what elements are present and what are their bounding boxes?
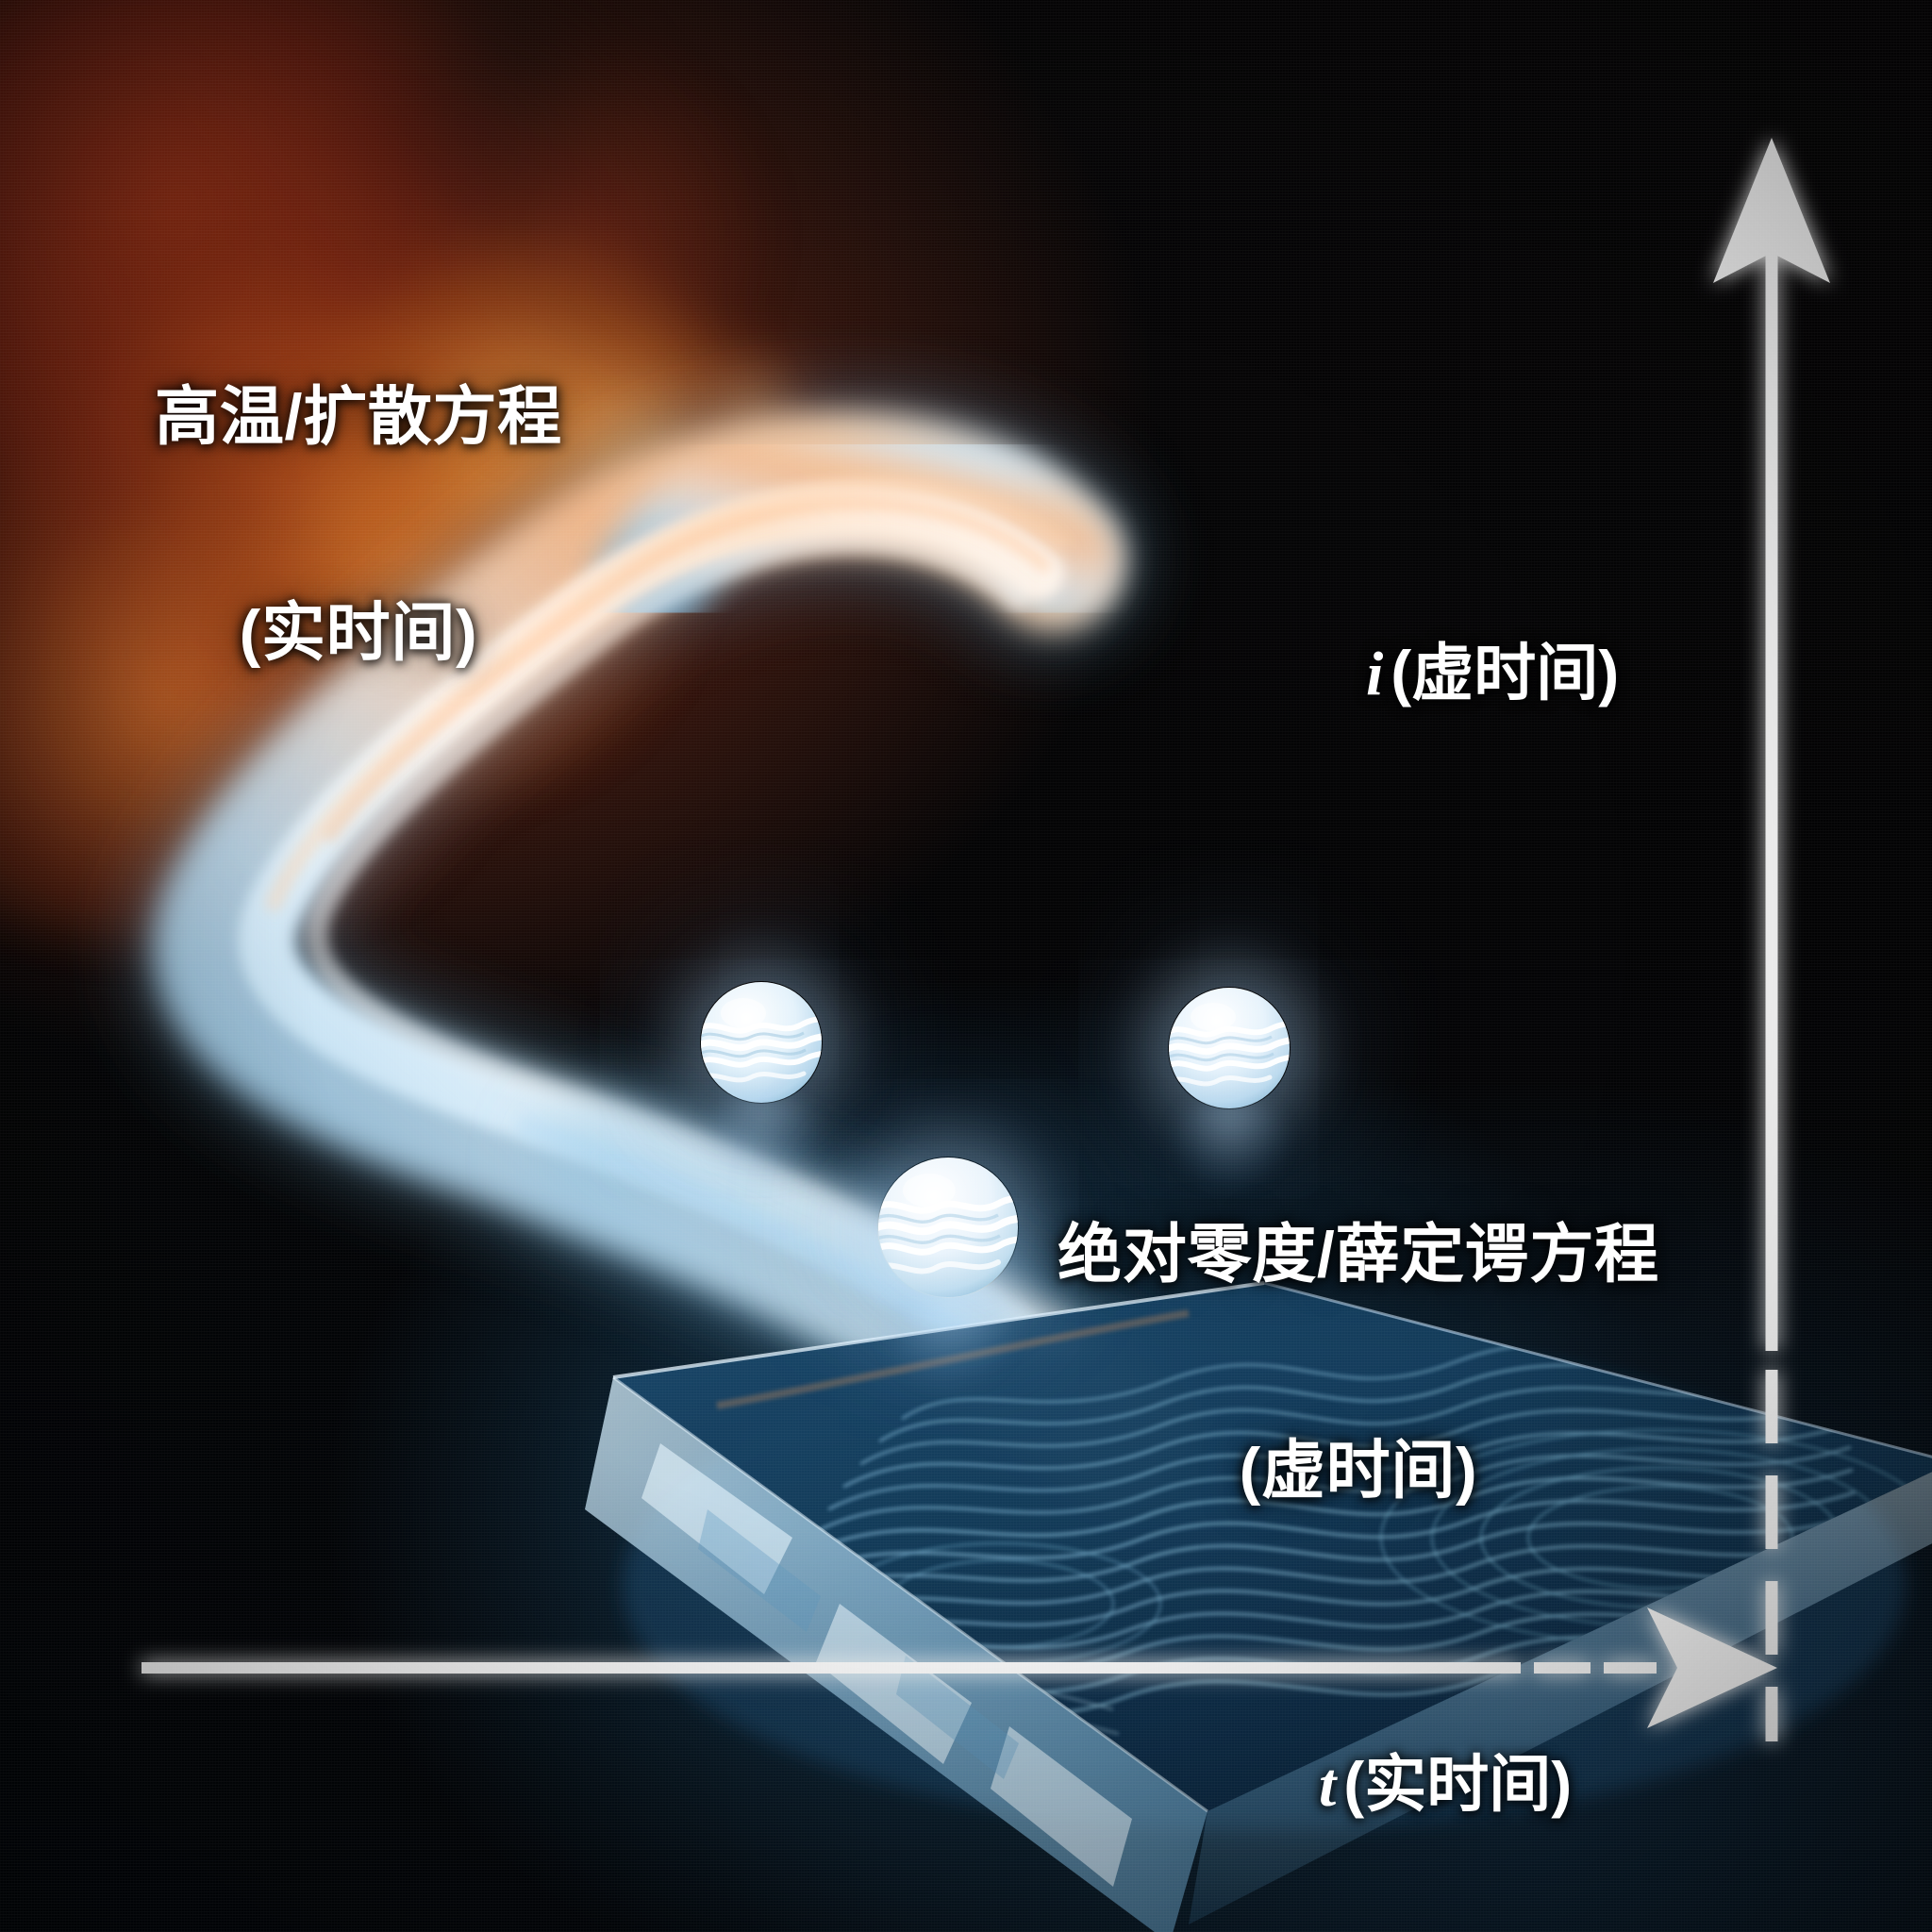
label-hot-line1: 高温/扩散方程 <box>155 381 562 454</box>
label-absolute-zero-schrodinger: 绝对零度/薛定谔方程 (虚时间) <box>906 1075 1811 1650</box>
label-hot-line2: (实时间) <box>239 596 478 669</box>
axis-label-real-text: (实时间) <box>1343 1749 1573 1819</box>
axis-label-imaginary-time: i(虚时间) <box>1366 623 1619 713</box>
label-cold-line2: (虚时间) <box>1239 1434 1478 1507</box>
label-cold-line1: 绝对零度/薛定谔方程 <box>1058 1219 1659 1291</box>
axis-label-imaginary-text: (虚时间) <box>1391 638 1620 708</box>
label-high-temperature-diffusion: 高温/扩散方程 (实时间) <box>0 238 717 812</box>
axis-symbol-t: t <box>1319 1751 1337 1820</box>
axis-label-real-time: t(实时间) <box>1319 1734 1572 1824</box>
axis-symbol-i: i <box>1366 640 1384 708</box>
